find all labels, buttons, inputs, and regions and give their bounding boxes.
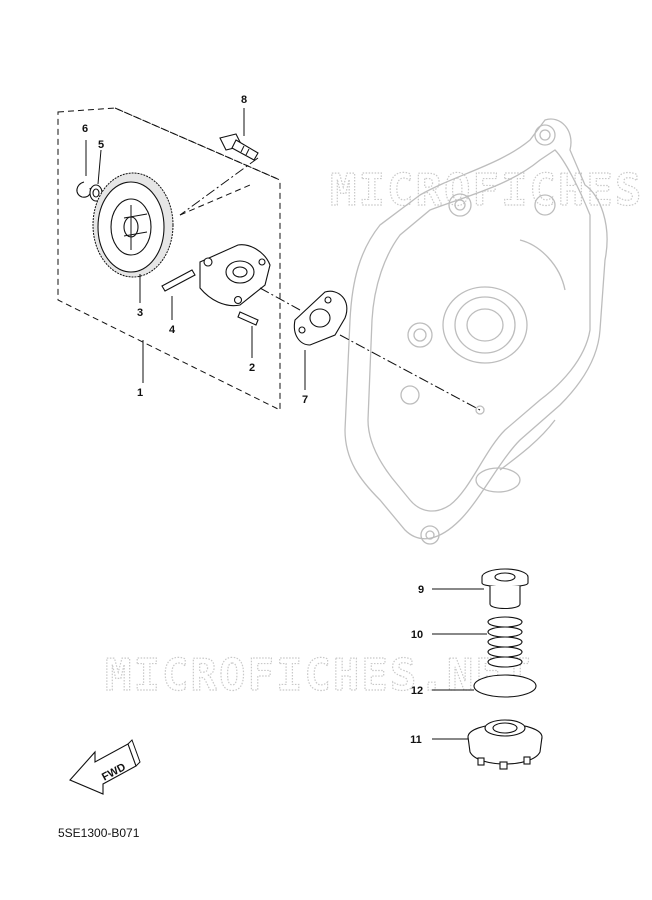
callout-8: 8	[241, 94, 247, 106]
strainer-cap-part-11	[467, 719, 543, 770]
callout-7: 7	[302, 394, 308, 406]
assembly-boundary	[57, 107, 281, 411]
compression-spring-part-10	[487, 616, 523, 668]
forward-direction-arrow: FWD	[69, 739, 141, 795]
callout-10: 10	[411, 629, 423, 641]
drain-plug-part-9	[481, 568, 529, 610]
callout-6: 6	[82, 123, 88, 135]
o-ring-part-12	[473, 674, 537, 698]
dowel-pin-part-4	[161, 269, 196, 292]
callout-12: 12	[411, 685, 423, 697]
leader-lines	[85, 108, 487, 740]
crankcase-outline	[344, 118, 608, 545]
oil-pump-body	[199, 244, 271, 307]
callout-5: 5	[98, 139, 104, 151]
diagram-code: 5SE1300-B071	[58, 826, 140, 840]
gasket-part-7	[293, 290, 348, 346]
alignment-line	[179, 157, 259, 216]
screw-part-2	[237, 311, 259, 326]
bolt-part-8	[219, 133, 259, 161]
callout-9: 9	[418, 584, 424, 596]
callout-1: 1	[137, 387, 143, 399]
oil-pump-gear-part-3	[92, 172, 174, 278]
callout-3: 3	[137, 307, 143, 319]
watermark-top: MICROFICHES.NET	[330, 165, 652, 216]
callout-11: 11	[410, 734, 422, 746]
watermark-middle: MICROFICHES.NET	[105, 650, 532, 701]
callout-4: 4	[169, 324, 176, 336]
washer-part-5	[89, 184, 103, 202]
circlip-part-6	[76, 181, 92, 198]
callout-2: 2	[249, 362, 255, 374]
